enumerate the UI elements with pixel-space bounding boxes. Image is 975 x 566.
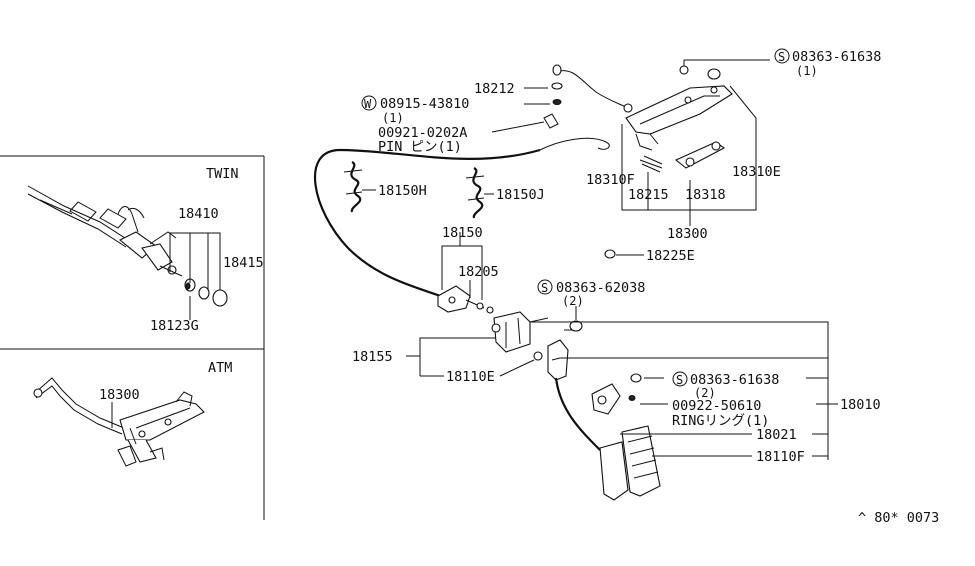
label-bolt-pedal-number: 08363-61638 [690,372,779,388]
cable-clips: 18150H 18150J [343,161,545,219]
symbol-s-mid: S [541,281,548,295]
label-bolt-mid-qty: (2) [562,294,584,308]
label-18110f: 18110F [756,449,805,465]
label-bolt-mid-number: 08363-62038 [556,280,645,296]
label-washer-number: 08915-43810 [380,96,469,112]
label-bolt-top-qty: (1) [796,64,818,78]
label-18021: 18021 [756,427,797,443]
label-18300: 18300 [667,226,708,242]
label-18150j: 18150J [496,187,545,203]
label-18150h: 18150H [378,183,427,199]
pedal-bracket: 18155 18110E [352,311,549,385]
linkage-assembly: 18310F 18310E 18215 18318 18300 S 08363-… [586,48,881,242]
symbol-s-pedal: S [676,373,683,387]
diagram-code: ^ 80* 0073 [858,510,939,526]
label-18225e: 18225E [646,248,695,264]
label-washer-qty: (1) [382,111,404,125]
label-ring-desc: RINGリング(1) [672,413,769,429]
label-18205: 18205 [458,264,499,280]
upper-fittings: 18212 W 08915-43810 (1) 00921-0202A PIN … [361,64,563,155]
label-18155: 18155 [352,349,393,365]
twin-title: TWIN [206,166,239,182]
label-18415: 18415 [223,255,264,271]
label-18110e: 18110E [446,369,495,385]
atm-title: ATM [208,360,232,376]
label-pin-number: 00921-0202A [378,125,467,141]
symbol-w: W [364,97,372,111]
twin-inset: TWIN 18410 18415 18123G [27,166,264,334]
clip-18225e: 18225E [604,248,695,264]
label-18300-atm: 18300 [99,387,140,403]
label-bolt-top-number: 08363-61638 [792,49,881,65]
bolt-mid: S 08363-62038 (2) [537,279,645,332]
label-18215: 18215 [628,187,669,203]
atm-inset: ATM 18300 [33,360,232,467]
label-18310e: 18310E [732,164,781,180]
label-ring-number: 00922-50610 [672,398,761,414]
throttle-cable [313,70,633,300]
label-18150: 18150 [442,225,483,241]
accelerator-pedal: S 08363-61638 (2) 00922-50610 RINGリング(1)… [530,321,881,501]
symbol-s-top: S [778,50,785,64]
label-pin-desc: PIN ピン(1) [378,139,462,155]
label-18318: 18318 [685,187,726,203]
label-18212: 18212 [474,81,515,97]
cable-end: 18150 18205 [437,225,499,314]
label-18410-twin: 18410 [178,206,219,222]
label-bolt-pedal-qty: (2) [694,386,716,400]
label-18310f: 18310F [586,172,635,188]
label-18123g: 18123G [150,318,199,334]
label-18010: 18010 [840,397,881,413]
inset-frames [0,155,265,520]
